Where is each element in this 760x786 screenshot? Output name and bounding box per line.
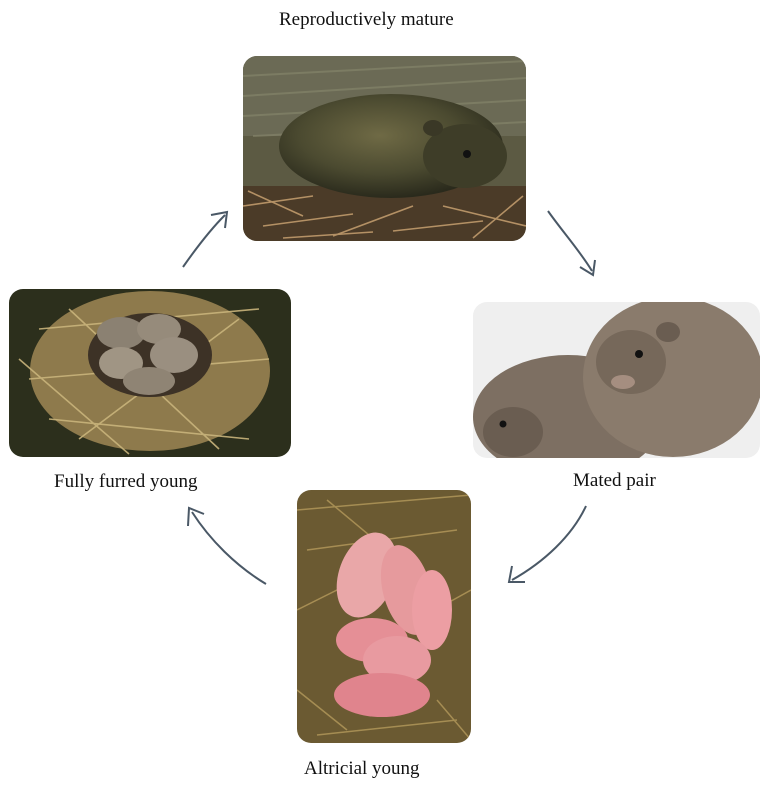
label-altricial-young: Altricial young — [304, 758, 420, 780]
photo-fully-furred-young — [9, 289, 291, 457]
label-mated-pair: Mated pair — [573, 470, 656, 492]
arrow-altricial-to-furred — [180, 500, 275, 590]
label-fully-furred-young: Fully furred young — [54, 471, 198, 493]
arrow-mature-to-pair — [540, 205, 610, 285]
arrow-furred-to-mature — [175, 205, 245, 275]
arrow-pair-to-altricial — [500, 500, 595, 590]
label-reproductively-mature: Reproductively mature — [279, 9, 454, 31]
photo-altricial-young — [297, 490, 471, 743]
photo-mated-pair — [473, 302, 760, 458]
photo-adult-vole — [243, 56, 526, 241]
